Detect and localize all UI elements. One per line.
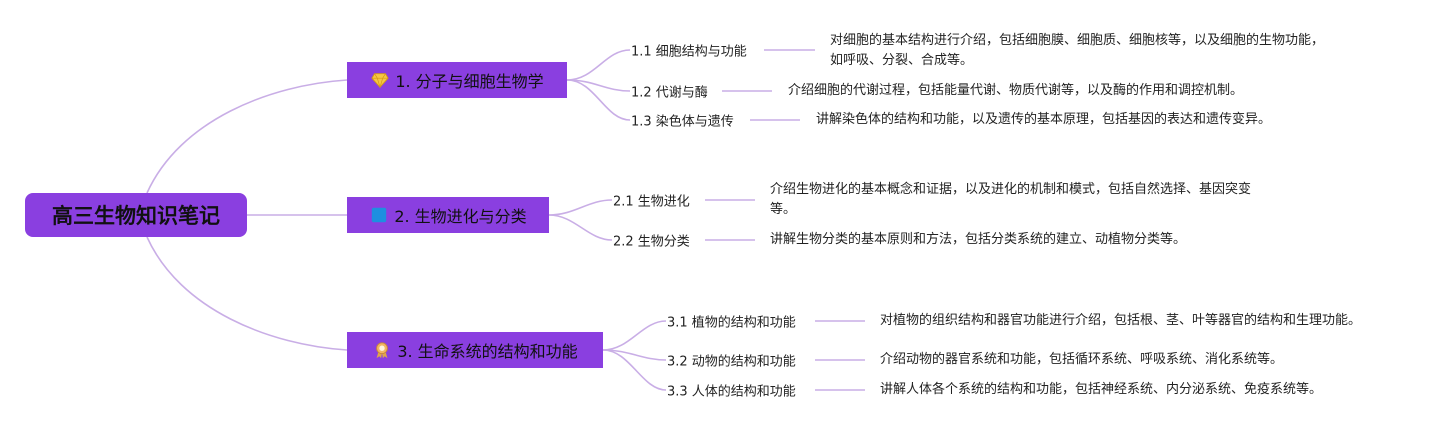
subtopic-1-1[interactable]: 1.1 细胞结构与功能 [631,44,747,60]
description-2-2[interactable]: 讲解生物分类的基本原则和方法，包括分类系统的建立、动植物分类等。 [770,232,1187,247]
description-3-3[interactable]: 讲解人体各个系统的结构和功能，包括神经系统、内分泌系统、免疫系统等。 [880,382,1323,397]
blue-square-icon [369,205,389,225]
subtopic-3-1[interactable]: 3.1 植物的结构和功能 [667,315,796,331]
subtopic-3-2[interactable]: 3.2 动物的结构和功能 [667,354,796,370]
branch-node-1[interactable]: 1. 分子与细胞生物学 [347,62,567,98]
medal-icon [372,340,392,360]
branch-node-3[interactable]: 3. 生命系统的结构和功能 [347,332,603,368]
branch-2-label: 2. 生物进化与分类 [394,207,527,226]
subtopic-3-3[interactable]: 3.3 人体的结构和功能 [667,384,796,400]
description-1-2[interactable]: 介绍细胞的代谢过程，包括能量代谢、物质代谢等，以及酶的作用和调控机制。 [788,83,1244,98]
subtopic-1-2[interactable]: 1.2 代谢与酶 [631,85,708,101]
description-2-1[interactable]: 介绍生物进化的基本概念和证据，以及进化的机制和模式，包括自然选择、基因突变等。 [770,182,1252,217]
description-3-1[interactable]: 对植物的组织结构和器官功能进行介绍，包括根、茎、叶等器官的结构和生理功能。 [880,313,1362,328]
branch-3-label: 3. 生命系统的结构和功能 [397,342,578,361]
branch-node-2[interactable]: 2. 生物进化与分类 [347,197,549,233]
subtopic-2-2[interactable]: 2.2 生物分类 [613,234,690,250]
root-node-title[interactable]: 高三生物知识笔记 [25,193,247,237]
description-1-3[interactable]: 讲解染色体的结构和功能，以及遗传的基本原理，包括基因的表达和遗传变异。 [816,112,1272,127]
branch-1-label: 1. 分子与细胞生物学 [395,72,544,91]
diamond-icon [370,70,390,90]
root-title-text: 高三生物知识笔记 [52,204,220,228]
subtopic-2-1[interactable]: 2.1 生物进化 [613,194,690,210]
subtopic-1-3[interactable]: 1.3 染色体与遗传 [631,114,734,130]
description-1-1[interactable]: 对细胞的基本结构进行介绍，包括细胞膜、细胞质、细胞核等，以及细胞的生物功能，如呼… [830,33,1325,68]
description-3-2[interactable]: 介绍动物的器官系统和功能，包括循环系统、呼吸系统、消化系统等。 [880,352,1284,367]
